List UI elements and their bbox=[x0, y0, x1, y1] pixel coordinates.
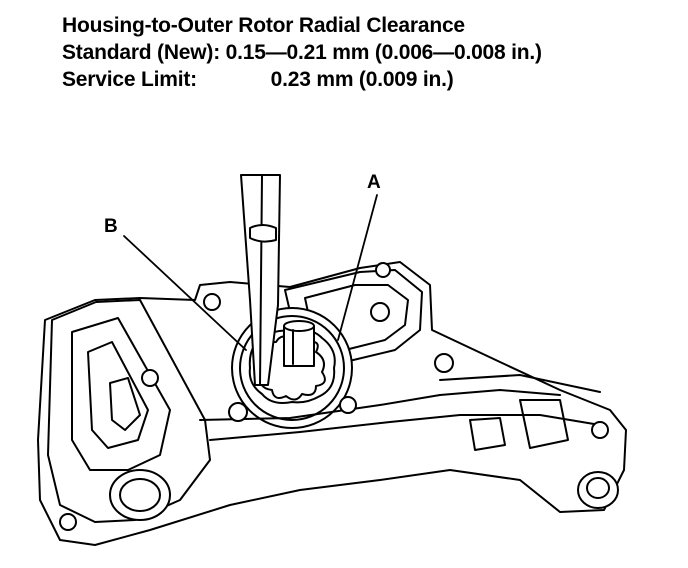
spec-standard-row: Standard (New): 0.15—0.21 mm (0.006—0.00… bbox=[62, 39, 542, 66]
left-flange bbox=[47, 299, 211, 523]
standard-label: Standard (New): bbox=[62, 41, 221, 64]
service-limit-label: Service Limit: bbox=[62, 68, 197, 91]
spec-title: Housing-to-Outer Rotor Radial Clearance bbox=[62, 14, 465, 37]
callout-a-label: A bbox=[367, 172, 381, 193]
callout-b-label: B bbox=[104, 216, 118, 237]
clearance-spec-block: Housing-to-Outer Rotor Radial Clearance … bbox=[62, 12, 542, 93]
pump-shaft bbox=[283, 325, 315, 367]
spec-limit-row: Service Limit: 0.23 mm (0.009 in.) bbox=[62, 66, 542, 93]
service-limit-value: 0.23 mm (0.009 in.) bbox=[270, 68, 454, 91]
leader-line-b bbox=[123, 235, 247, 351]
leader-line-a bbox=[337, 194, 378, 341]
standard-value: 0.15—0.21 mm (0.006—0.008 in.) bbox=[225, 41, 542, 64]
